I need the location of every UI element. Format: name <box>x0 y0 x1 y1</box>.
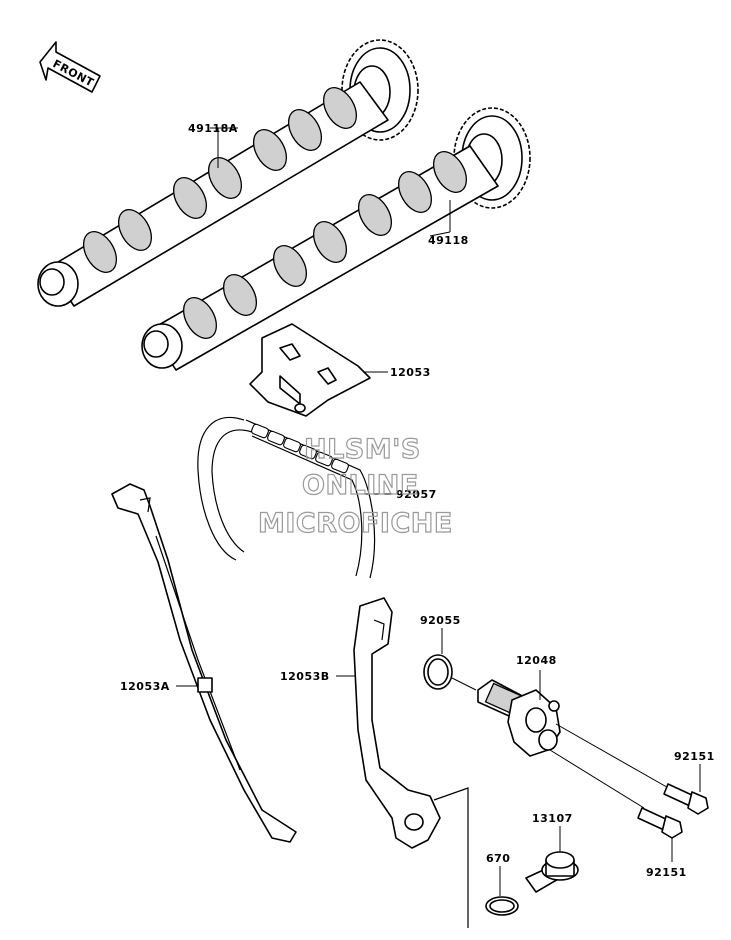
label-12053A: 12053A <box>120 680 170 693</box>
label-12048: 12048 <box>516 654 557 667</box>
watermark-line-3: MICROFICHE <box>258 508 453 539</box>
pivot-bolt[interactable] <box>525 851 579 893</box>
label-92055: 92055 <box>420 614 461 627</box>
watermark: HLSM'S ONLINE MICROFICHE <box>257 433 453 539</box>
label-92151-lower: 92151 <box>646 866 687 879</box>
label-670: 670 <box>486 852 510 865</box>
bolt-lower[interactable] <box>637 807 683 839</box>
label-92151-upper: 92151 <box>674 750 715 763</box>
camshaft-exhaust[interactable] <box>37 39 419 307</box>
label-13107: 13107 <box>532 812 573 825</box>
label-92057: 92057 <box>396 488 437 501</box>
chain-guide-front[interactable] <box>111 483 297 843</box>
camshaft-intake[interactable] <box>141 107 531 371</box>
chain-tensioner[interactable] <box>477 679 561 757</box>
cam-chain[interactable] <box>197 416 376 579</box>
watermark-line-2: ONLINE <box>302 470 419 501</box>
front-arrow-icon: FRONT <box>39 41 101 93</box>
watermark-line-1: HLSM'S <box>304 434 421 465</box>
o-ring-pivot[interactable] <box>485 896 519 916</box>
assembly-bracket-line <box>433 787 469 928</box>
label-49118: 49118 <box>428 234 469 247</box>
chain-guide-top[interactable] <box>249 323 371 417</box>
label-12053: 12053 <box>390 366 431 379</box>
bolt-upper[interactable] <box>663 783 709 815</box>
chain-guide-rear[interactable] <box>353 597 441 849</box>
o-ring-tensioner[interactable] <box>423 654 453 690</box>
label-12053B: 12053B <box>280 670 330 683</box>
label-49118A: 49118A <box>188 122 238 135</box>
